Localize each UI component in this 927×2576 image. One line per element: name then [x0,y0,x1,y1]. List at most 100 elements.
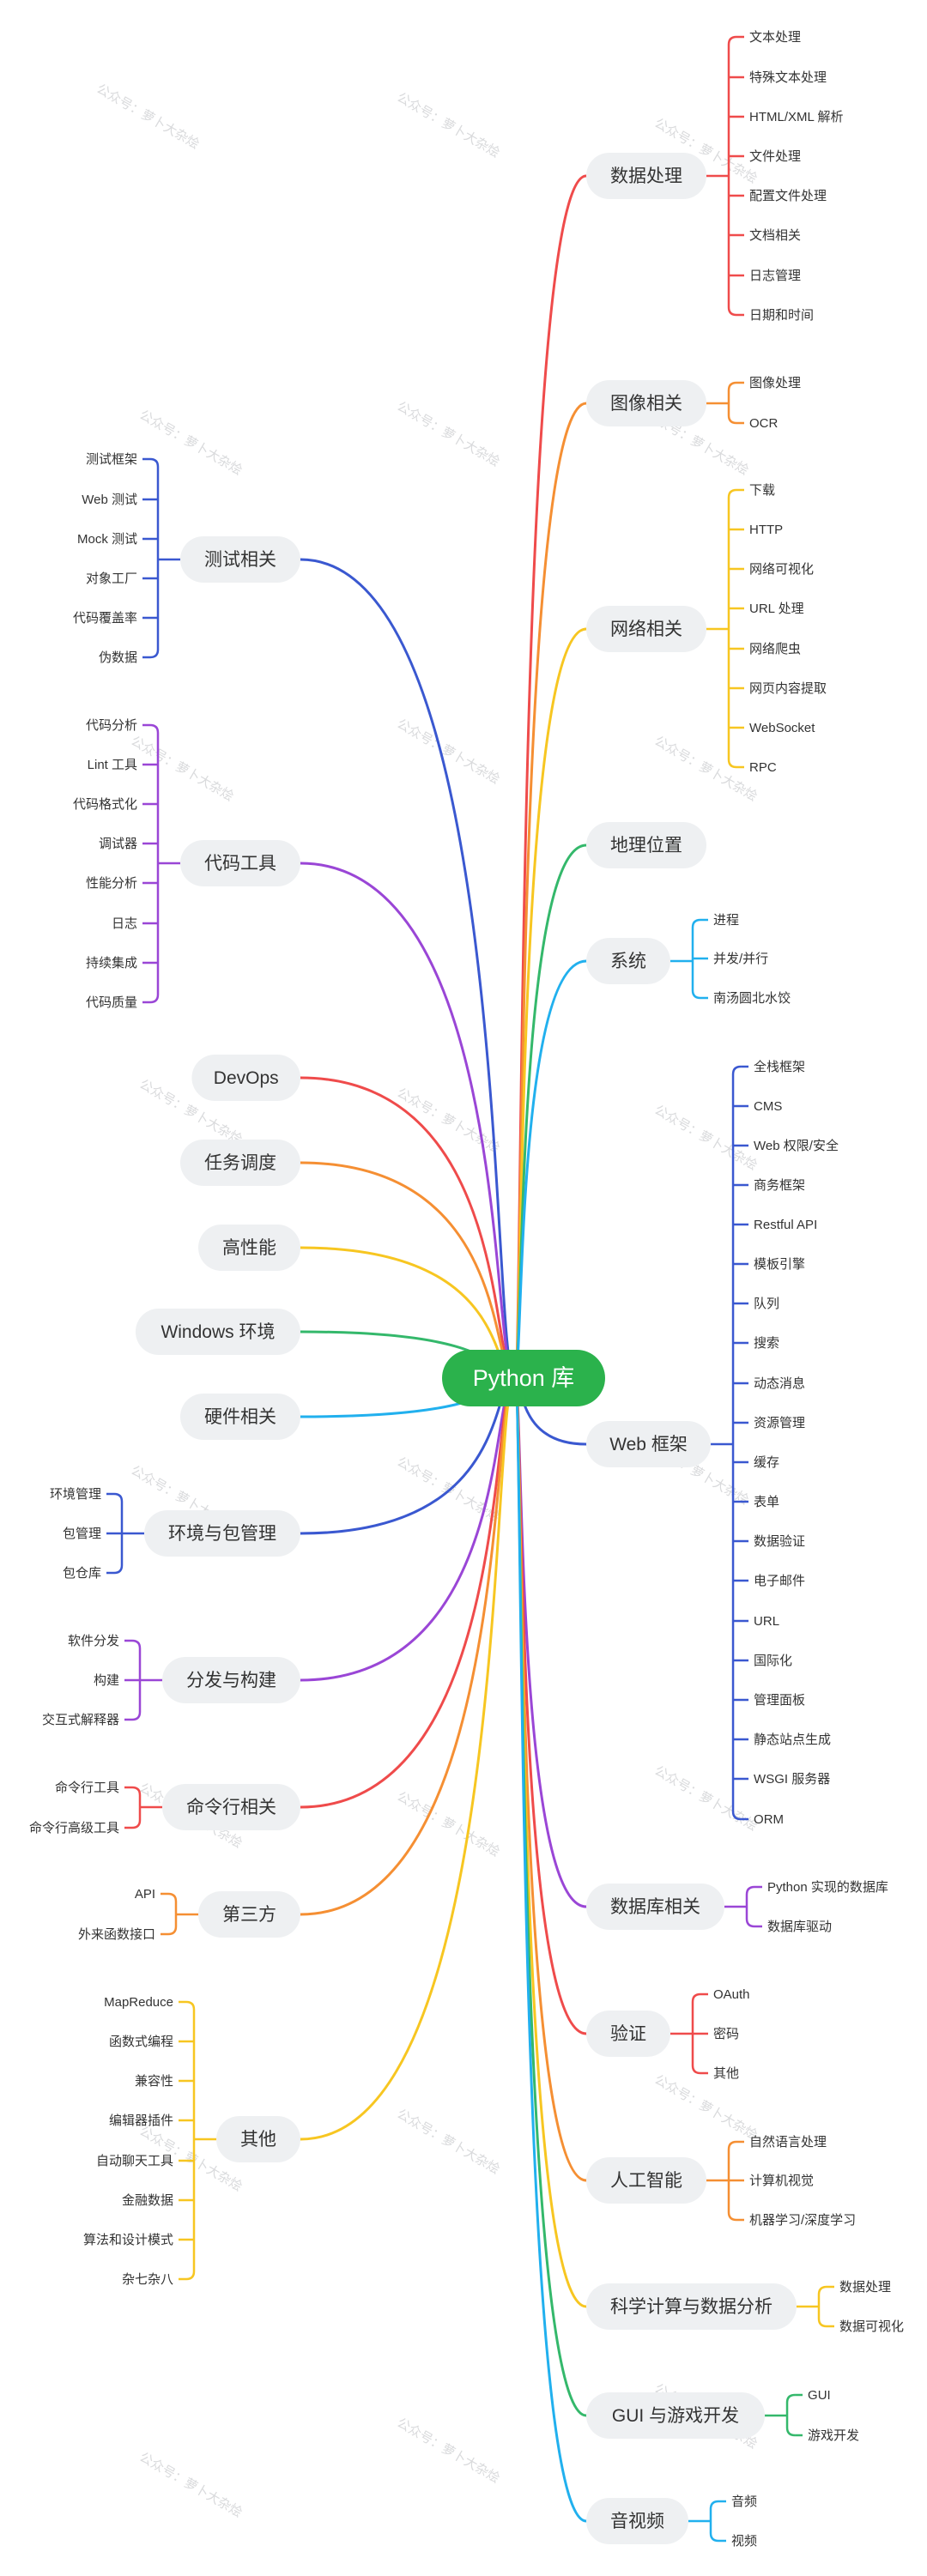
branch-l3[interactable]: 任务调度 [180,1140,300,1186]
leaf-branch-r2-2[interactable]: 网络可视化 [749,562,814,577]
leaf-branch-r5-2[interactable]: Web 权限/安全 [754,1138,839,1153]
leaf-branch-r8-0[interactable]: 自然语言处理 [749,2135,827,2150]
leaf-branch-l1-0[interactable]: 代码分析 [86,718,137,733]
leaf-branch-r0-2[interactable]: HTML/XML 解析 [749,110,843,124]
branch-l7[interactable]: 环境与包管理 [144,1510,300,1557]
branch-r10[interactable]: GUI 与游戏开发 [586,2392,766,2439]
leaf-branch-l0-1[interactable]: Web 测试 [82,493,137,507]
branch-l2[interactable]: DevOps [191,1055,300,1101]
leaf-branch-l7-1[interactable]: 包管理 [63,1527,101,1541]
leaf-branch-l0-2[interactable]: Mock 测试 [77,532,137,547]
leaf-branch-r5-11[interactable]: 表单 [754,1495,779,1509]
leaf-branch-r5-5[interactable]: 模板引擎 [754,1256,805,1272]
leaf-branch-r2-5[interactable]: 网页内容提取 [749,681,827,696]
leaf-branch-l11-7[interactable]: 杂七杂八 [122,2272,173,2287]
leaf-branch-r5-7[interactable]: 搜索 [754,1336,779,1351]
leaf-branch-r4-0[interactable]: 进程 [713,913,739,928]
branch-l10[interactable]: 第三方 [198,1891,300,1938]
leaf-branch-r0-6[interactable]: 日志管理 [749,269,801,283]
branch-r3[interactable]: 地理位置 [586,822,706,868]
leaf-branch-r6-0[interactable]: Python 实现的数据库 [767,1880,888,1895]
leaf-branch-r5-16[interactable]: 管理面板 [754,1692,805,1708]
leaf-branch-r2-1[interactable]: HTTP [749,523,783,537]
leaf-branch-r5-8[interactable]: 动态消息 [754,1376,805,1391]
branch-l9[interactable]: 命令行相关 [162,1784,300,1830]
root-node[interactable]: Python 库 [442,1350,605,1406]
leaf-branch-l11-3[interactable]: 编辑器插件 [109,2113,173,2128]
leaf-branch-l1-3[interactable]: 调试器 [99,837,137,851]
leaf-branch-r5-15[interactable]: 国际化 [754,1654,792,1668]
leaf-branch-l8-1[interactable]: 构建 [94,1673,119,1688]
leaf-branch-r2-0[interactable]: 下载 [749,483,775,498]
leaf-branch-r10-1[interactable]: 游戏开发 [808,2428,859,2443]
branch-r4[interactable]: 系统 [586,938,670,984]
leaf-branch-l1-6[interactable]: 持续集成 [86,956,137,971]
leaf-branch-r5-19[interactable]: ORM [754,1812,784,1827]
leaf-branch-l9-1[interactable]: 命令行高级工具 [29,1820,119,1835]
leaf-branch-r8-2[interactable]: 机器学习/深度学习 [749,2213,856,2228]
leaf-branch-l7-2[interactable]: 包仓库 [63,1566,101,1581]
branch-l4[interactable]: 高性能 [198,1225,300,1271]
leaf-branch-r5-3[interactable]: 商务框架 [754,1178,805,1193]
leaf-branch-r2-4[interactable]: 网络爬虫 [749,642,801,656]
leaf-branch-l0-3[interactable]: 对象工厂 [86,571,137,586]
leaf-branch-r5-1[interactable]: CMS [754,1099,782,1114]
branch-r11[interactable]: 音视频 [586,2498,688,2544]
leaf-branch-l11-5[interactable]: 金融数据 [122,2193,173,2208]
leaf-branch-r5-4[interactable]: Restful API [754,1218,817,1232]
leaf-branch-r5-17[interactable]: 静态站点生成 [754,1732,831,1747]
leaf-branch-r0-1[interactable]: 特殊文本处理 [749,70,827,85]
leaf-branch-r2-6[interactable]: WebSocket [749,721,815,735]
leaf-branch-l11-2[interactable]: 兼容性 [135,2074,173,2089]
leaf-branch-r8-1[interactable]: 计算机视觉 [749,2173,814,2188]
branch-r0[interactable]: 数据处理 [586,153,706,199]
leaf-branch-r5-10[interactable]: 缓存 [754,1455,779,1470]
leaf-branch-r7-2[interactable]: 其他 [713,2066,739,2081]
leaf-branch-l11-1[interactable]: 函数式编程 [109,2035,173,2049]
leaf-branch-l11-4[interactable]: 自动聊天工具 [96,2154,173,2168]
branch-l8[interactable]: 分发与构建 [162,1657,300,1703]
branch-r7[interactable]: 验证 [586,2011,670,2057]
leaf-branch-r4-1[interactable]: 并发/并行 [713,952,768,966]
leaf-branch-l1-4[interactable]: 性能分析 [86,876,137,891]
leaf-branch-r5-0[interactable]: 全栈框架 [754,1059,805,1074]
leaf-branch-r1-1[interactable]: OCR [749,416,779,431]
leaf-branch-r1-0[interactable]: 图像处理 [749,376,801,390]
branch-r6[interactable]: 数据库相关 [586,1884,724,1930]
leaf-branch-l1-2[interactable]: 代码格式化 [73,797,137,812]
branch-r9[interactable]: 科学计算与数据分析 [586,2283,797,2330]
leaf-branch-r5-12[interactable]: 数据验证 [754,1534,805,1549]
leaf-branch-l1-1[interactable]: Lint 工具 [88,758,137,772]
branch-l5[interactable]: Windows 环境 [135,1309,300,1355]
leaf-branch-l0-5[interactable]: 伪数据 [99,650,137,665]
leaf-branch-l10-1[interactable]: 外来函数接口 [78,1927,155,1942]
leaf-branch-r5-18[interactable]: WSGI 服务器 [754,1772,830,1787]
leaf-branch-r0-5[interactable]: 文档相关 [749,228,801,243]
leaf-branch-r2-3[interactable]: URL 处理 [749,602,804,616]
leaf-branch-r5-9[interactable]: 资源管理 [754,1416,805,1430]
leaf-branch-r4-2[interactable]: 南汤圆北水饺 [713,990,791,1006]
leaf-branch-l8-0[interactable]: 软件分发 [68,1634,119,1648]
leaf-branch-r9-1[interactable]: 数据可视化 [839,2319,904,2334]
leaf-branch-r0-3[interactable]: 文件处理 [749,149,801,164]
leaf-branch-l11-0[interactable]: MapReduce [104,1995,173,2010]
leaf-branch-r5-6[interactable]: 队列 [754,1297,779,1311]
leaf-branch-l11-6[interactable]: 算法和设计模式 [83,2232,173,2247]
leaf-branch-l1-5[interactable]: 日志 [112,916,137,931]
leaf-branch-r5-13[interactable]: 电子邮件 [754,1574,805,1588]
branch-r2[interactable]: 网络相关 [586,606,706,652]
branch-l0[interactable]: 测试相关 [180,536,300,583]
leaf-branch-r10-0[interactable]: GUI [808,2388,831,2403]
leaf-branch-r0-4[interactable]: 配置文件处理 [749,189,827,203]
leaf-branch-l10-0[interactable]: API [135,1887,155,1902]
leaf-branch-r0-0[interactable]: 文本处理 [749,30,801,45]
leaf-branch-l7-0[interactable]: 环境管理 [50,1486,101,1502]
branch-r1[interactable]: 图像相关 [586,380,706,426]
leaf-branch-r6-1[interactable]: 数据库驱动 [767,1920,832,1934]
leaf-branch-l1-7[interactable]: 代码质量 [86,995,137,1010]
leaf-branch-l8-2[interactable]: 交互式解释器 [42,1712,119,1727]
branch-r5[interactable]: Web 框架 [586,1421,712,1467]
branch-l6[interactable]: 硬件相关 [180,1394,300,1440]
leaf-branch-l0-0[interactable]: 测试框架 [86,452,137,467]
leaf-branch-r7-1[interactable]: 密码 [713,2027,739,2041]
